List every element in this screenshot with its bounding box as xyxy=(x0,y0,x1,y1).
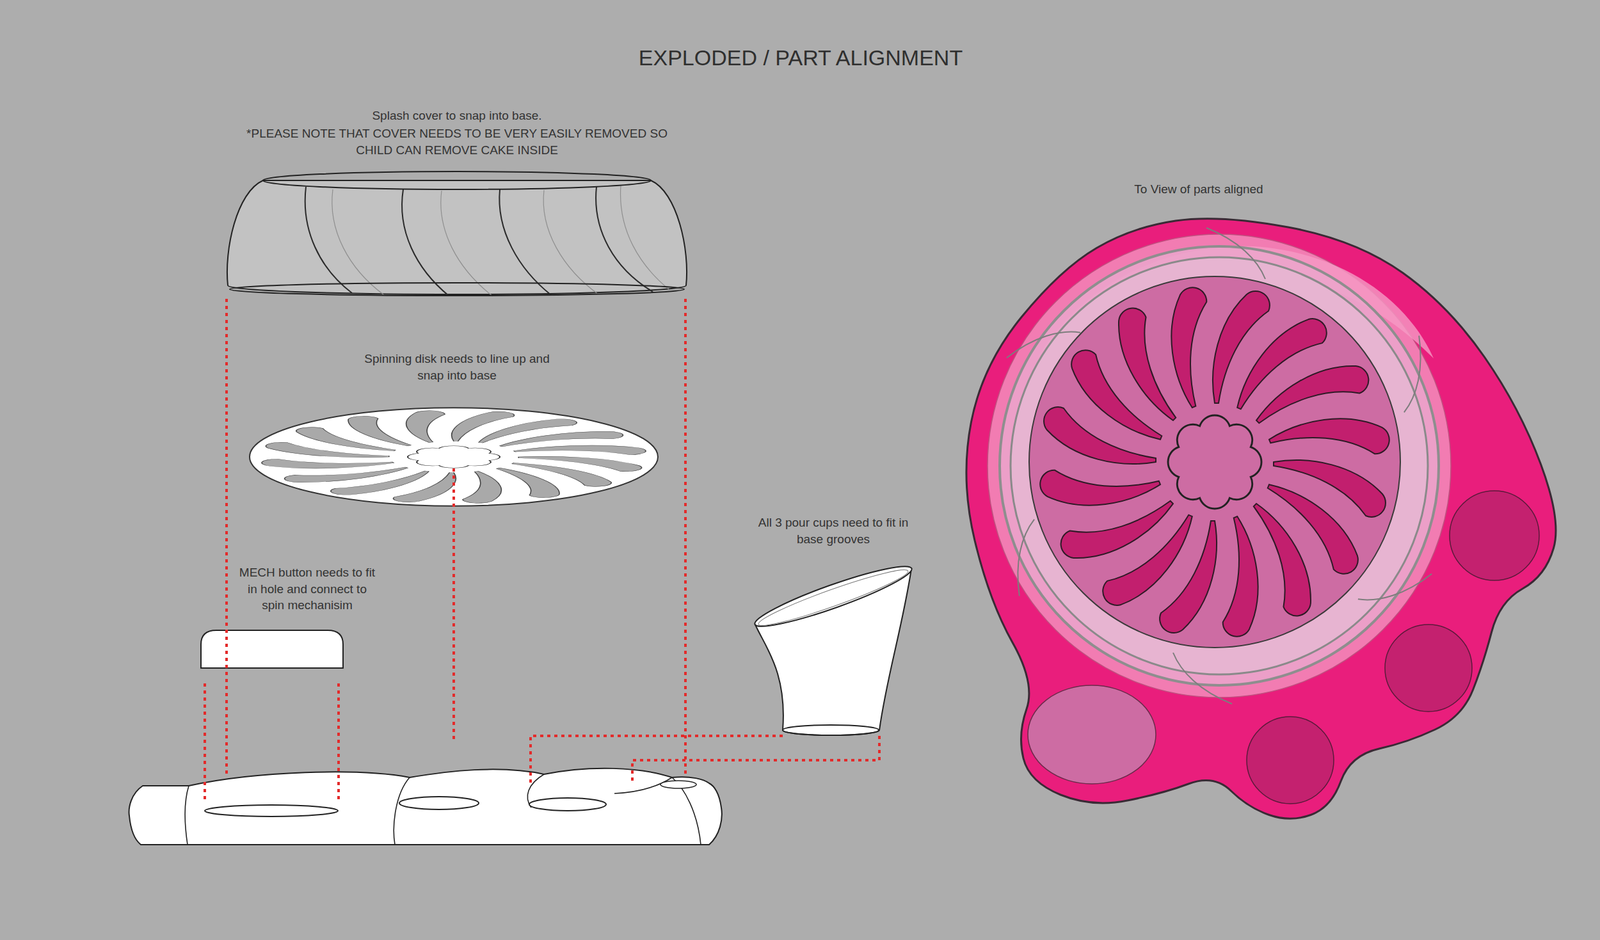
disk-slot xyxy=(1147,282,1243,409)
cover-inner-ribs xyxy=(332,185,669,297)
part-note: Splash cover to snap into base. xyxy=(213,107,701,125)
disk-slot xyxy=(1212,291,1270,404)
base-bowl-top-view xyxy=(987,234,1451,698)
part-note: MECH button needs to fit in hole and con… xyxy=(235,564,380,614)
cover-bottom-rim xyxy=(229,282,685,296)
disk-slot xyxy=(451,411,515,441)
pour-cup xyxy=(750,557,916,736)
disk-body xyxy=(1029,276,1401,648)
disk-slot xyxy=(1043,407,1156,464)
button-top-view xyxy=(1027,685,1156,784)
cup-top-view xyxy=(1246,716,1334,804)
disk-slot xyxy=(265,442,389,458)
base-lobe-lines xyxy=(184,774,701,845)
cup-groove xyxy=(399,796,479,810)
disk-slot xyxy=(279,426,417,452)
disk-slots xyxy=(1035,282,1394,641)
cover-ribs-top-view xyxy=(990,227,1449,704)
cover-inner-rim xyxy=(1010,257,1428,675)
rib-line xyxy=(595,186,653,292)
cup-groove xyxy=(529,798,607,811)
rib-line xyxy=(332,189,384,296)
cup-top-view xyxy=(1449,490,1540,581)
rib-line xyxy=(1206,227,1266,280)
alignment-line xyxy=(632,736,880,785)
cup-rim-inner xyxy=(755,563,911,633)
rib-line xyxy=(620,185,669,290)
base-top-view xyxy=(966,218,1556,820)
lobe-line xyxy=(393,777,410,845)
button-hole xyxy=(204,805,338,817)
part-note: All 3 pour cups need to fit in base groo… xyxy=(753,514,914,548)
top-view xyxy=(966,218,1556,820)
cup-groove xyxy=(660,780,697,789)
disk-slot xyxy=(476,414,582,448)
alignment-line xyxy=(452,468,456,740)
cover-body xyxy=(227,180,687,295)
cover-ribs xyxy=(305,186,653,296)
view-caption: To View of parts aligned xyxy=(1038,181,1359,198)
rib-line xyxy=(543,190,599,295)
rib-line xyxy=(305,186,352,294)
disk-slot xyxy=(1273,460,1386,518)
rib-line xyxy=(1173,652,1232,704)
disk-slot xyxy=(325,465,431,500)
alignment-line xyxy=(684,298,687,775)
rib-line xyxy=(440,190,493,297)
disk-slot xyxy=(1235,303,1331,429)
disk-hub xyxy=(1168,415,1262,509)
disk-slot xyxy=(1159,520,1217,633)
cup-bottom xyxy=(782,725,879,736)
disk-top-view xyxy=(1029,276,1401,648)
page-title: EXPLODED / PART ALIGNMENT xyxy=(638,44,963,72)
rib-line xyxy=(401,189,449,296)
disk-slot xyxy=(490,462,628,488)
disk-slot xyxy=(380,409,486,443)
disk-slot xyxy=(393,472,457,502)
lobe-line xyxy=(184,785,189,845)
rib-line xyxy=(499,189,552,296)
cup-rim xyxy=(750,557,916,635)
alignment-lines xyxy=(204,298,880,804)
cover-top-rim xyxy=(263,171,651,190)
part-note: *PLEASE NOTE THAT COVER NEEDS TO BE VERY… xyxy=(226,125,688,159)
part-note: Spinning disk needs to line up and snap … xyxy=(360,350,553,384)
mech-button xyxy=(200,630,344,669)
disk-slot xyxy=(1248,482,1374,578)
splash-cover xyxy=(227,171,687,297)
cup-top-view xyxy=(1384,624,1472,712)
alignment-line xyxy=(203,683,207,804)
disk-slot xyxy=(1098,495,1194,621)
cover-top-view xyxy=(999,246,1439,686)
alignment-line xyxy=(225,298,228,776)
disk-slot xyxy=(1056,345,1182,441)
disk-hub xyxy=(407,446,500,469)
disk-slot xyxy=(518,456,642,472)
alignment-line xyxy=(337,683,340,800)
